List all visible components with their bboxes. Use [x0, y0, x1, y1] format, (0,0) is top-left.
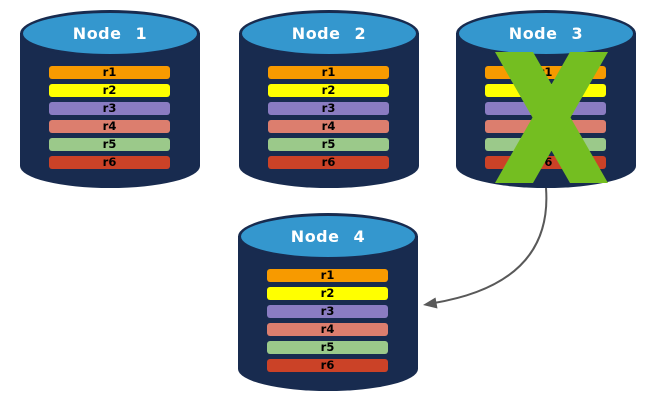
record-label: r2 — [102, 82, 117, 97]
transfer-arrow — [423, 187, 548, 309]
record-bar-r1: r1 — [268, 66, 389, 79]
record-bar-r4: r4 — [49, 120, 170, 133]
record-label: r4 — [538, 118, 553, 133]
record-bar-r4: r4 — [485, 120, 606, 133]
record-label: r1 — [538, 64, 553, 79]
node-2-cylinder: Node 2 r1 r2 r3 r4 r5 r6 — [239, 10, 419, 188]
record-label: r5 — [321, 136, 336, 151]
cylinder-top: Node 3 — [456, 10, 636, 57]
record-label: r1 — [321, 64, 336, 79]
node-1-cylinder: Node 1 r1 r2 r3 r4 r5 r6 — [20, 10, 200, 188]
record-bar-r4: r4 — [267, 323, 388, 336]
record-label: r5 — [102, 136, 117, 151]
record-label: r4 — [320, 321, 335, 336]
record-bar-r2: r2 — [268, 84, 389, 97]
node-label: Node 1 — [72, 24, 148, 43]
record-label: r6 — [321, 154, 336, 169]
node-3-cylinder: Node 3 r1 r2 r3 r4 r5 r6 — [456, 10, 636, 188]
record-bar-r4: r4 — [268, 120, 389, 133]
record-list: r1 r2 r3 r4 r5 r6 — [49, 66, 170, 174]
record-bar-r3: r3 — [268, 102, 389, 115]
record-bar-r2: r2 — [485, 84, 606, 97]
record-bar-r3: r3 — [267, 305, 388, 318]
record-label: r2 — [321, 82, 336, 97]
record-bar-r6: r6 — [268, 156, 389, 169]
record-label: r2 — [538, 82, 553, 97]
record-bar-r3: r3 — [49, 102, 170, 115]
record-bar-r6: r6 — [485, 156, 606, 169]
record-list: r1 r2 r3 r4 r5 r6 — [268, 66, 389, 174]
record-label: r1 — [320, 267, 335, 282]
node-4-cylinder: Node 4 r1 r2 r3 r4 r5 r6 — [238, 213, 418, 391]
record-label: r5 — [320, 339, 335, 354]
arrowhead-icon — [423, 297, 438, 309]
record-label: r2 — [320, 285, 335, 300]
record-label: r3 — [538, 100, 553, 115]
record-bar-r1: r1 — [267, 269, 388, 282]
record-bar-r5: r5 — [268, 138, 389, 151]
record-bar-r1: r1 — [485, 66, 606, 79]
cylinder-top: Node 1 — [20, 10, 200, 57]
record-label: r1 — [102, 64, 117, 79]
record-label: r5 — [538, 136, 553, 151]
record-bar-r6: r6 — [49, 156, 170, 169]
record-label: r4 — [102, 118, 117, 133]
record-list: r1 r2 r3 r4 r5 r6 — [485, 66, 606, 174]
record-bar-r5: r5 — [267, 341, 388, 354]
record-bar-r5: r5 — [49, 138, 170, 151]
record-bar-r2: r2 — [49, 84, 170, 97]
record-list: r1 r2 r3 r4 r5 r6 — [267, 269, 388, 377]
record-bar-r5: r5 — [485, 138, 606, 151]
record-label: r6 — [102, 154, 117, 169]
node-label: Node 4 — [290, 227, 366, 246]
record-label: r6 — [538, 154, 553, 169]
record-bar-r6: r6 — [267, 359, 388, 372]
record-bar-r1: r1 — [49, 66, 170, 79]
node-label: Node 3 — [508, 24, 584, 43]
record-label: r4 — [321, 118, 336, 133]
record-bar-r3: r3 — [485, 102, 606, 115]
record-label: r3 — [102, 100, 117, 115]
node-label: Node 2 — [291, 24, 367, 43]
record-label: r3 — [321, 100, 336, 115]
record-label: r3 — [320, 303, 335, 318]
cylinder-top: Node 4 — [238, 213, 418, 260]
cylinder-top: Node 2 — [239, 10, 419, 57]
record-label: r6 — [320, 357, 335, 372]
record-bar-r2: r2 — [267, 287, 388, 300]
